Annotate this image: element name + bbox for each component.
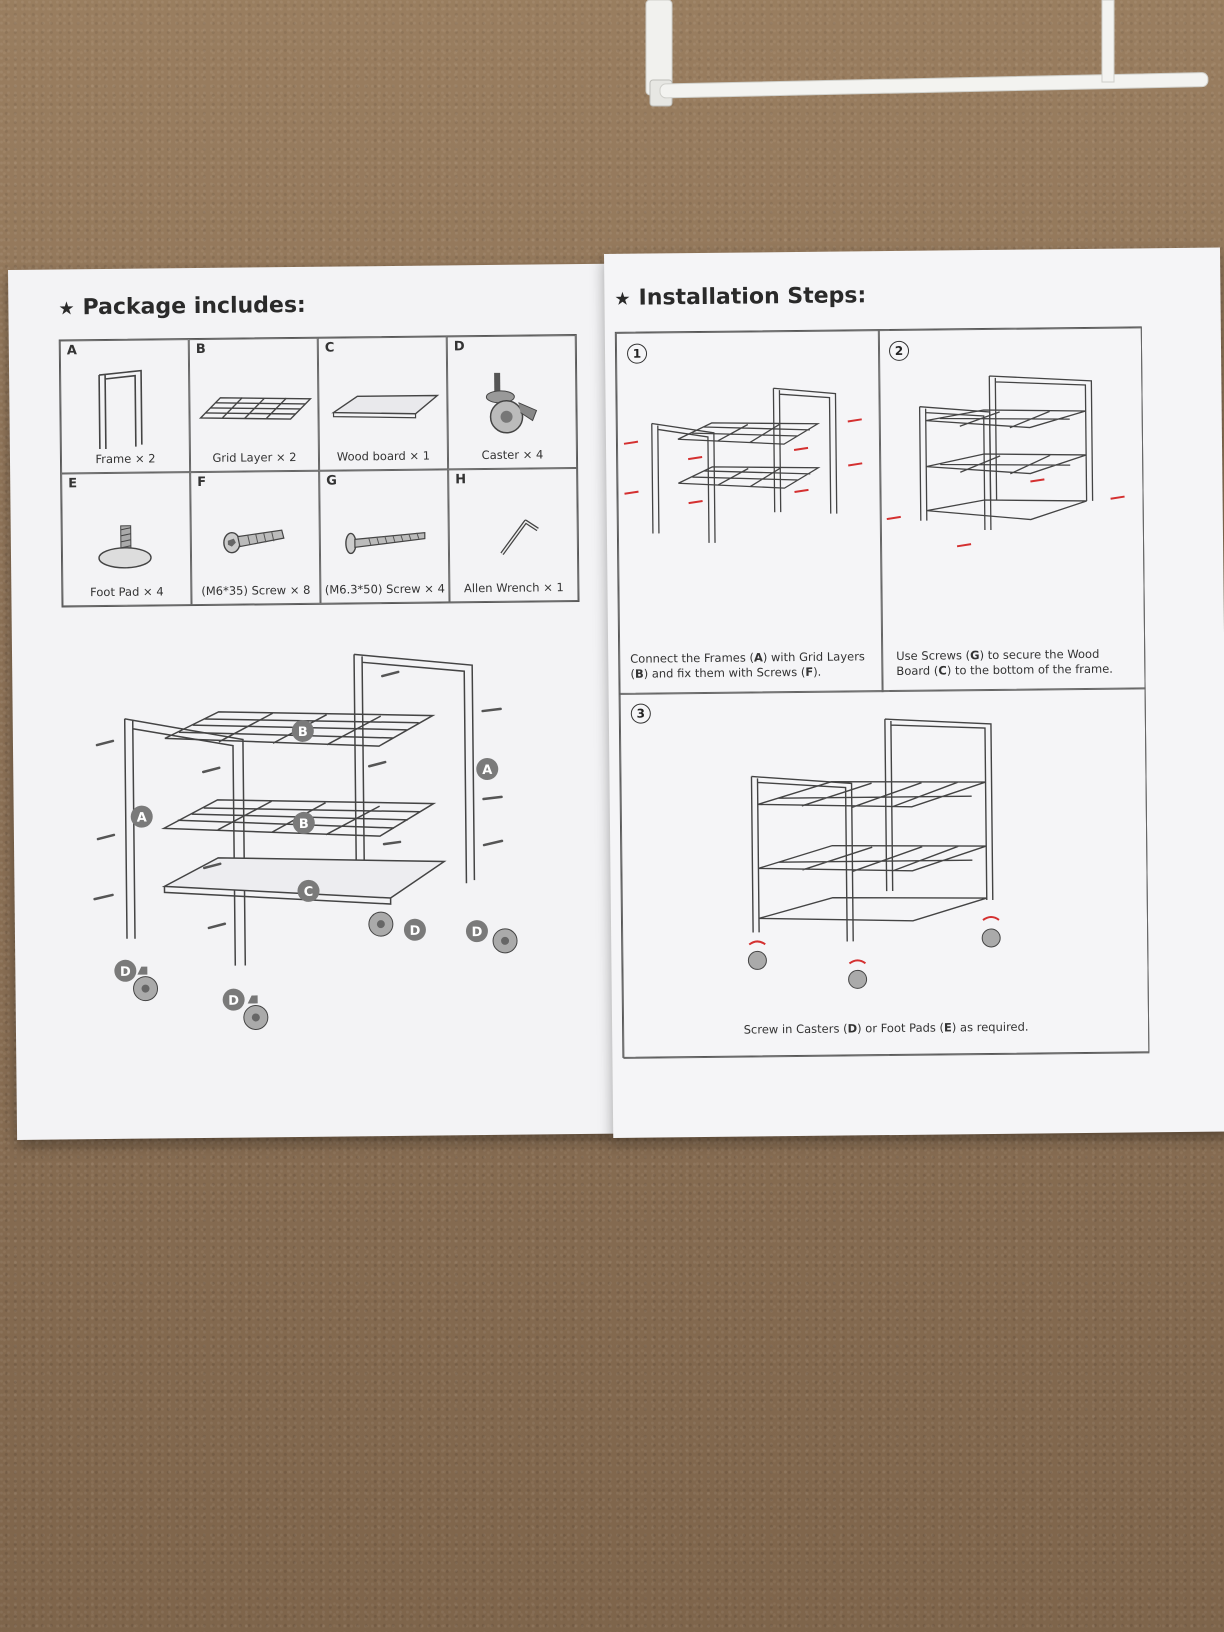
part-cell-f: F (M6*35) Screw × 8 (190, 470, 321, 606)
allen-wrench-icon (500, 519, 539, 556)
part-cell-g: G (M6.3*50) Screw × 4 (319, 469, 450, 604)
part-letter: E (68, 476, 78, 492)
badge-d: D (120, 965, 131, 980)
step-1-diagram (623, 387, 863, 543)
caster-icon (133, 966, 159, 1002)
caster-icon (243, 995, 269, 1030)
step-3-diagram (747, 718, 1001, 989)
part-label: (M6*35) Screw × 8 (201, 582, 311, 598)
screw-m6-icon (223, 529, 285, 554)
step-number: 1 (626, 343, 648, 364)
frame-icon (98, 369, 143, 450)
badge-c: C (304, 885, 314, 900)
step-number: 2 (888, 340, 910, 362)
part-letter: H (455, 472, 467, 488)
foot-pad-icon (98, 525, 152, 569)
step-2-text: Use Screws (G) to secure the Wood Board … (896, 646, 1114, 678)
steps-box: 1 Connect the Frames (A) with Grid Layer… (614, 326, 1150, 1059)
wood-board-icon (331, 394, 440, 419)
part-cell-b: B Grid Layer × 2 (188, 337, 320, 473)
screw-m63-icon (345, 531, 426, 555)
caster-icon (485, 372, 538, 434)
part-letter: B (195, 341, 206, 358)
part-label: (M6.3*50) Screw × 4 (324, 581, 445, 597)
star-icon: ★ (58, 298, 75, 320)
part-cell-c: C Wood board × 1 (317, 336, 449, 471)
badge-d: D (471, 925, 482, 940)
grid-layer-icon (198, 397, 313, 420)
part-label: Grid Layer × 2 (212, 449, 297, 465)
part-letter: D (453, 339, 465, 355)
part-cell-d: D Caster × 4 (446, 335, 578, 470)
badge-b: B (299, 817, 309, 832)
part-letter: F (197, 474, 207, 491)
step-1: 1 Connect the Frames (A) with Grid Layer… (615, 330, 884, 695)
step-3-text: Screw in Casters (D) or Foot Pads (E) as… (743, 1019, 1029, 1037)
package-heading: ★Package includes: (58, 292, 306, 321)
part-letter: C (324, 340, 335, 356)
parts-table: A Frame × 2 B Grid Layer × 2 C (58, 334, 580, 608)
step-number: 3 (630, 703, 651, 724)
left-page: ★Package includes: A Frame × 2 B Grid La… (8, 263, 618, 1140)
installation-heading: ★Installation Steps: (614, 283, 867, 311)
part-cell-e: E Foot Pad × 4 (61, 472, 192, 607)
step-1-text: Connect the Frames (A) with Grid Layers … (630, 649, 865, 681)
step-3: 3 Screw in Cas (619, 687, 1150, 1059)
badge-d: D (228, 994, 239, 1009)
badge-d: D (409, 924, 420, 939)
part-label: Allen Wrench × 1 (463, 580, 564, 596)
part-label: Wood board × 1 (336, 448, 431, 464)
step-2: 2 Use Screws (G) to secure the Wood Boar… (877, 327, 1146, 693)
badge-a: A (137, 811, 147, 826)
part-cell-a: A Frame × 2 (59, 339, 191, 474)
part-letter: A (66, 343, 77, 359)
part-letter: G (326, 473, 337, 489)
part-label: Foot Pad × 4 (90, 584, 164, 600)
step-2-diagram (886, 375, 1125, 548)
part-label: Caster × 4 (481, 447, 544, 463)
exploded-assembly-diagram: B B A A C D D D D (93, 653, 518, 1030)
star-icon: ★ (614, 288, 631, 310)
caster-icon (368, 911, 394, 937)
badge-a: A (482, 763, 492, 778)
rack-frame-part (645, 0, 1209, 107)
badge-b: B (298, 725, 308, 740)
part-cell-h: H Allen Wrench × 1 (448, 468, 579, 603)
caster-icon (492, 928, 518, 954)
right-page: ★Installation Steps: 1 Connect the Frame… (604, 247, 1224, 1138)
part-label: Frame × 2 (95, 451, 156, 467)
